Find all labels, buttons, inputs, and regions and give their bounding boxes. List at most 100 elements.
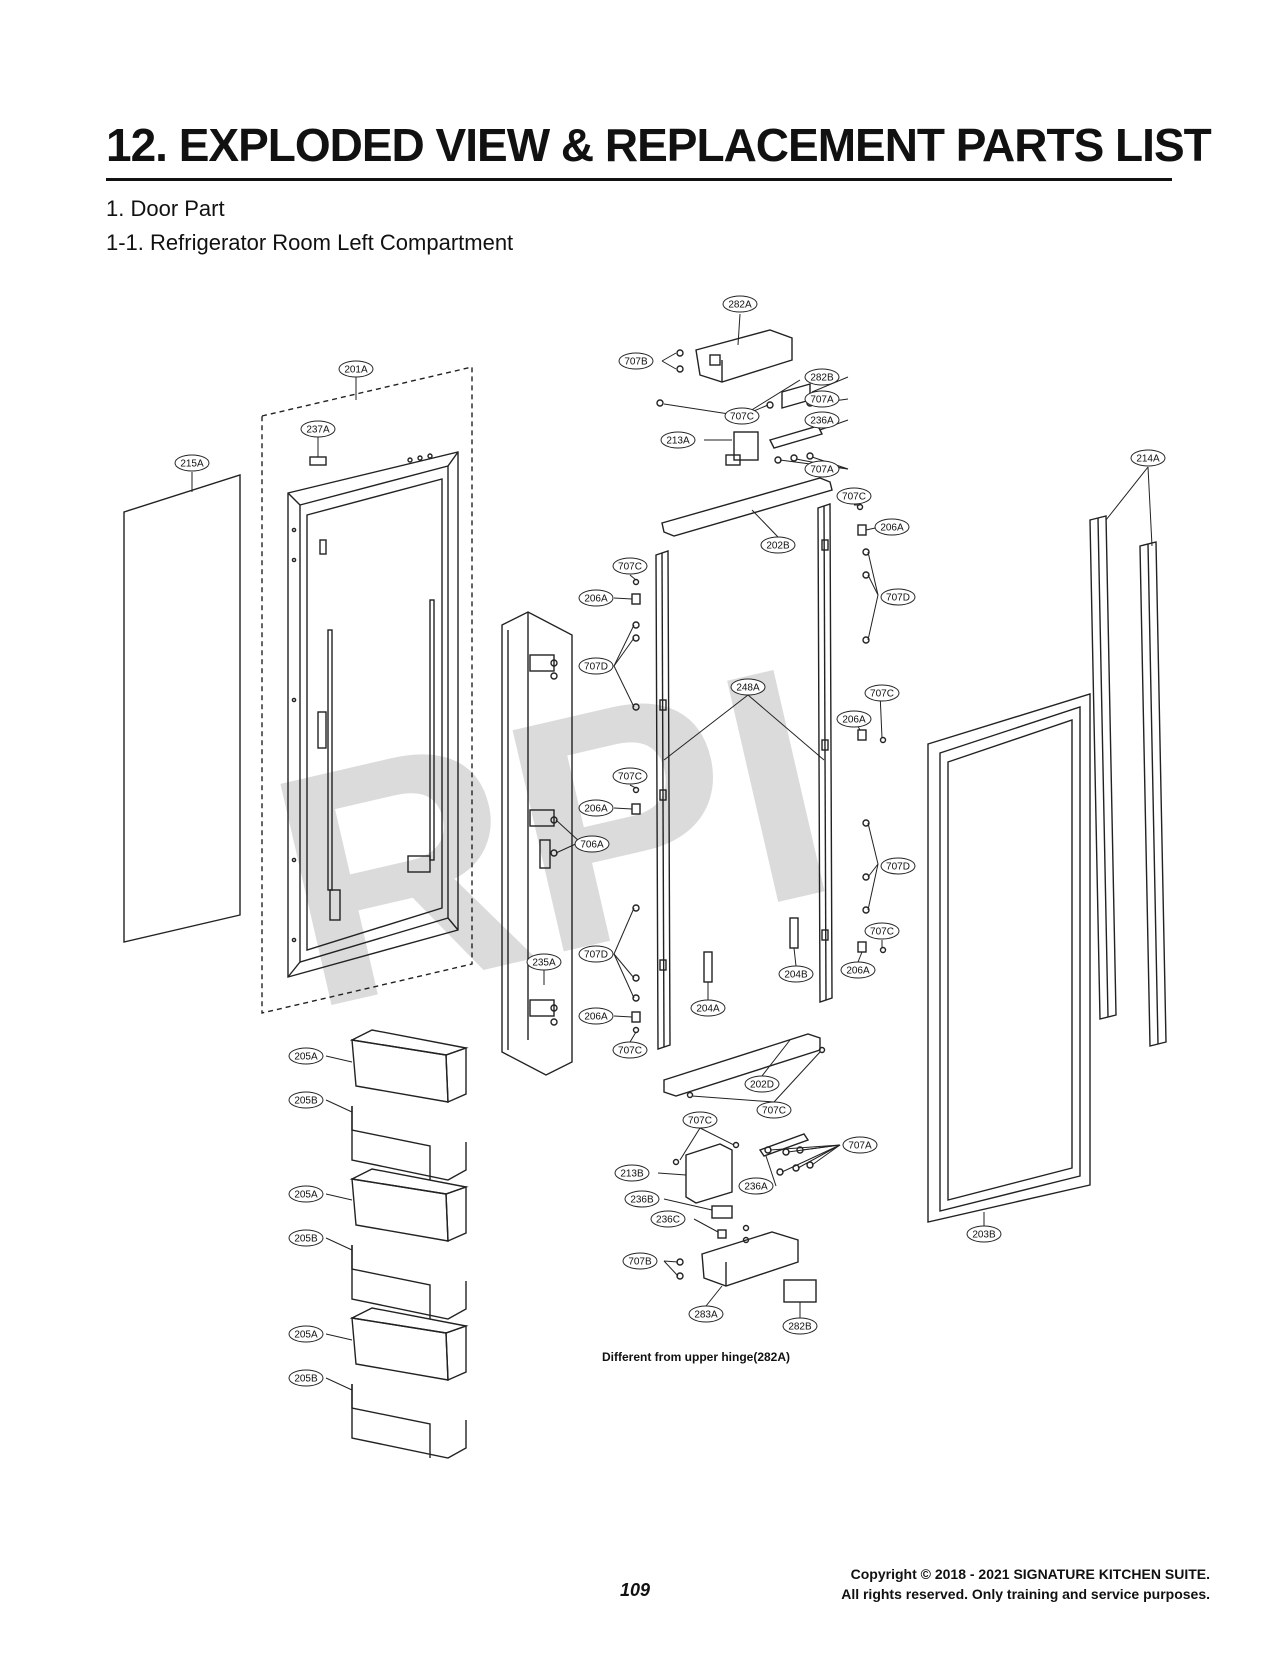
part-label-282a: 282A bbox=[722, 295, 758, 313]
label-text: 236A bbox=[810, 416, 834, 427]
label-text: 707D bbox=[886, 593, 910, 604]
part-label-236a: 236A bbox=[738, 1177, 774, 1195]
part-label-237a: 237A bbox=[300, 420, 336, 438]
part-label-283a: 283A bbox=[688, 1305, 724, 1323]
part-label-205b: 205B bbox=[288, 1229, 324, 1247]
part-top-bar bbox=[661, 477, 833, 537]
label-text: 707C bbox=[688, 1116, 712, 1127]
label-bubble bbox=[622, 1252, 658, 1270]
label-bubble bbox=[526, 953, 562, 971]
label-bubble bbox=[880, 857, 916, 875]
label-text: 707C bbox=[842, 492, 866, 503]
section-heading: 1. Door Part bbox=[106, 196, 225, 221]
label-text: 205A bbox=[294, 1190, 318, 1201]
label-text: 707C bbox=[870, 689, 894, 700]
label-text: 235A bbox=[532, 958, 556, 969]
label-bubble bbox=[1130, 449, 1166, 467]
part-label-707c: 707C bbox=[836, 487, 872, 505]
label-bubble bbox=[804, 368, 840, 386]
label-text: 206A bbox=[846, 966, 870, 977]
part-basket-1 bbox=[349, 1029, 469, 1104]
label-bubble bbox=[864, 922, 900, 940]
label-bubble bbox=[578, 945, 614, 963]
label-text: 205A bbox=[294, 1052, 318, 1063]
part-plate-236a-lower bbox=[758, 1133, 810, 1157]
label-text: 214A bbox=[1136, 454, 1160, 465]
label-bubble bbox=[842, 1136, 878, 1154]
part-glass-panel bbox=[123, 474, 241, 943]
label-text: 215A bbox=[180, 459, 204, 470]
label-text: 202B bbox=[766, 541, 790, 552]
part-door-dashed-outline bbox=[261, 366, 473, 1014]
part-upper-hinge bbox=[695, 329, 793, 383]
label-text: 283A bbox=[694, 1310, 718, 1321]
part-label-204a: 204A bbox=[690, 999, 726, 1017]
part-label-206a: 206A bbox=[578, 589, 614, 607]
label-text: 205A bbox=[294, 1330, 318, 1341]
label-bubble bbox=[966, 1225, 1002, 1243]
label-text: 206A bbox=[842, 715, 866, 726]
label-bubble bbox=[612, 767, 648, 785]
part-rail-right bbox=[817, 503, 833, 1003]
label-bubble bbox=[612, 557, 648, 575]
part-basket-2 bbox=[349, 1168, 469, 1243]
label-bubble bbox=[840, 961, 876, 979]
label-text: 248A bbox=[736, 683, 760, 694]
label-text: 206A bbox=[584, 804, 608, 815]
page-title: 12. EXPLODED VIEW & REPLACEMENT PARTS LI… bbox=[106, 119, 1212, 171]
rights-line: All rights reserved. Only training and s… bbox=[841, 1586, 1210, 1602]
label-bubble bbox=[288, 1047, 324, 1065]
label-bubble bbox=[682, 1111, 718, 1129]
part-label-707c: 707C bbox=[612, 557, 648, 575]
page-number: 109 bbox=[620, 1580, 651, 1600]
label-bubble bbox=[778, 965, 814, 983]
subsection-heading: 1-1. Refrigerator Room Left Compartment bbox=[106, 230, 514, 255]
leader-lines bbox=[191, 313, 1153, 1391]
part-label-204b: 204B bbox=[778, 965, 814, 983]
label-text: 707C bbox=[762, 1106, 786, 1117]
label-bubble bbox=[574, 835, 610, 853]
label-text: 206A bbox=[584, 1012, 608, 1023]
part-label-214a: 214A bbox=[1130, 449, 1166, 467]
label-text: 707D bbox=[584, 662, 608, 673]
label-text: 236A bbox=[744, 1182, 768, 1193]
label-text: 213A bbox=[666, 436, 690, 447]
label-text: 236C bbox=[656, 1215, 680, 1226]
label-bubble bbox=[660, 431, 696, 449]
label-bubble bbox=[804, 390, 840, 408]
label-text: 707C bbox=[618, 1046, 642, 1057]
copyright-notice: Copyright © 2018 - 2021 SIGNATURE KITCHE… bbox=[841, 1564, 1210, 1604]
part-label-213b: 213B bbox=[614, 1164, 650, 1182]
label-bubble bbox=[874, 518, 910, 536]
part-label-707d: 707D bbox=[880, 588, 916, 606]
label-bubble bbox=[618, 352, 654, 370]
part-label-707c: 707C bbox=[756, 1101, 792, 1119]
label-text: 204B bbox=[784, 970, 808, 981]
part-basket-holder-3 bbox=[351, 1384, 467, 1459]
part-label-707c: 707C bbox=[682, 1111, 718, 1129]
label-text: 706A bbox=[580, 840, 604, 851]
part-label-707b: 707B bbox=[618, 352, 654, 370]
label-text: 236B bbox=[630, 1195, 654, 1206]
label-text: 201A bbox=[344, 365, 368, 376]
part-label-201a: 201A bbox=[338, 360, 374, 378]
part-label-706a: 706A bbox=[574, 835, 610, 853]
part-label-236c: 236C bbox=[650, 1210, 686, 1228]
label-text: 707C bbox=[618, 772, 642, 783]
label-bubble bbox=[782, 1317, 818, 1335]
part-label-707a: 707A bbox=[804, 460, 840, 478]
label-bubble bbox=[880, 588, 916, 606]
label-text: 282B bbox=[788, 1322, 812, 1333]
part-door-gasket bbox=[927, 693, 1091, 1223]
label-bubble bbox=[612, 1041, 648, 1059]
label-bubble bbox=[738, 1177, 774, 1195]
label-text: 707D bbox=[584, 950, 608, 961]
part-label-206a: 206A bbox=[578, 799, 614, 817]
part-clip-237a bbox=[309, 456, 327, 466]
label-text: 202D bbox=[750, 1080, 774, 1091]
part-label-235a: 235A bbox=[526, 953, 562, 971]
part-basket-3 bbox=[349, 1307, 469, 1382]
label-bubble bbox=[722, 295, 758, 313]
label-bubble bbox=[760, 536, 796, 554]
